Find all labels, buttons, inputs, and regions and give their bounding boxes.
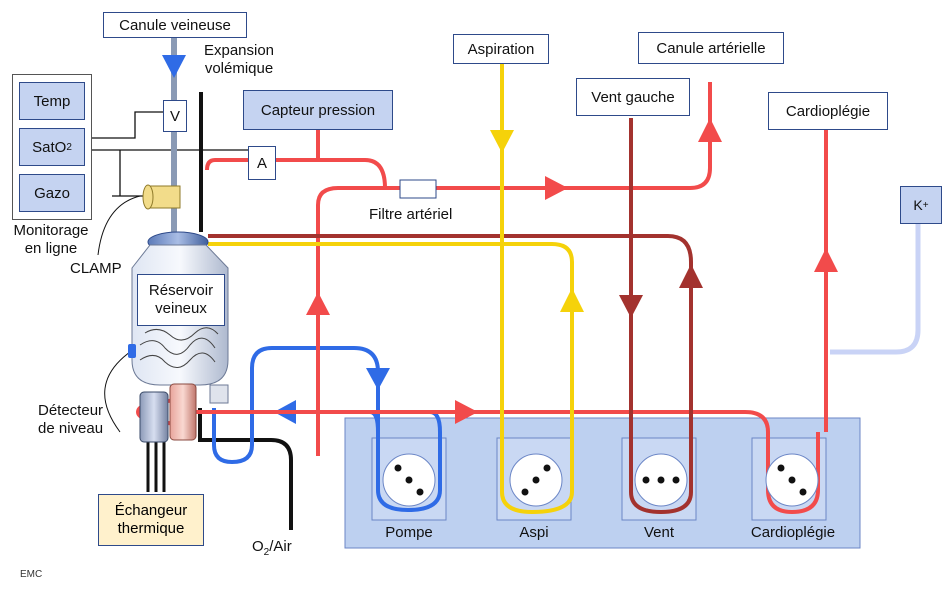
label-reservoir: Réservoir veineux <box>137 274 225 326</box>
valve-v: V <box>163 100 187 132</box>
arterial-capteur-line <box>250 130 387 189</box>
detector-pointer <box>104 351 131 433</box>
vent-arrow-up <box>679 264 703 288</box>
label-expansion-volemique: Expansion volémique <box>189 42 289 78</box>
k-plus-line <box>830 222 921 355</box>
label-clamp: CLAMP <box>70 260 122 277</box>
arterial-up-line <box>316 82 712 456</box>
arterial-filter <box>399 179 437 199</box>
roller-pump-aspi <box>509 453 563 507</box>
label-k-plus: K+ <box>900 186 942 224</box>
arterial-arrow-up-2 <box>698 118 722 142</box>
clamp-pointer <box>97 195 141 256</box>
monitorage-line-2: en ligne <box>24 240 78 257</box>
label-capteur-pression: Capteur pression <box>243 90 393 130</box>
o2-air-line <box>198 408 293 530</box>
expansion-line-2: volémique <box>204 60 274 77</box>
vent-arrow-down <box>619 295 643 318</box>
pump-label-cardioplegie: Cardioplégie <box>750 524 836 541</box>
aspiration-arrow-down <box>490 130 514 153</box>
cardioplegia-arrow-up <box>814 248 838 272</box>
valve-a: A <box>248 146 276 180</box>
monitor-gazo: Gazo <box>19 174 85 212</box>
monitor-temp: Temp <box>19 82 85 120</box>
label-aspiration: Aspiration <box>453 34 549 64</box>
detecteur-line-1: Détecteur <box>38 402 104 419</box>
heat-exchanger-unit <box>169 383 197 441</box>
label-cardioplegie-top: Cardioplégie <box>768 92 888 130</box>
pump-label-vent: Vent <box>643 524 675 541</box>
label-vent-gauche: Vent gauche <box>576 78 690 116</box>
arterial-main-line <box>196 410 820 515</box>
pump-label-aspi: Aspi <box>519 524 549 541</box>
aspiration-line <box>208 62 574 515</box>
arterial-reservoir-line <box>205 158 250 171</box>
monitor-wires <box>87 111 250 197</box>
arterial-arrow-right-1 <box>545 176 568 200</box>
roller-pump-pompe <box>382 453 436 507</box>
venous-arrow-down <box>366 368 390 390</box>
arterial-arrow-right-2 <box>455 400 478 424</box>
label-o2-air: O2/Air <box>252 538 292 558</box>
monitorage-line-1: Monitorage <box>13 222 89 239</box>
roller-pump-cardio <box>765 453 819 507</box>
reservoir-line-2: veineux <box>155 300 207 317</box>
arterial-arrow-up-1 <box>306 292 330 315</box>
expansion-line-1: Expansion <box>203 42 275 59</box>
emc-logo: EMC <box>20 569 43 580</box>
label-filtre-arteriel: Filtre artériel <box>369 206 453 223</box>
clamp-device <box>149 185 181 209</box>
label-detecteur: Détecteur de niveau <box>38 402 103 438</box>
level-detector <box>128 344 136 358</box>
label-echangeur: Échangeur thermique <box>98 494 204 546</box>
venous-arrow-top <box>162 55 186 78</box>
label-monitorage: Monitorage en ligne <box>4 222 98 258</box>
oxygenator <box>139 391 169 443</box>
echangeur-line-2: thermique <box>117 520 185 537</box>
heat-exchanger-lines <box>146 442 166 492</box>
venous-loop-line <box>212 346 380 465</box>
reservoir-line-1: Réservoir <box>148 282 214 299</box>
vent-line <box>208 118 693 515</box>
label-canule-arterielle: Canule artérielle <box>638 32 784 64</box>
detecteur-line-2: de niveau <box>38 420 104 437</box>
aspiration-arrow-up <box>560 288 584 312</box>
echangeur-line-1: Échangeur <box>114 502 188 519</box>
label-canule-veineuse: Canule veineuse <box>103 12 247 38</box>
pump-label-pompe: Pompe <box>385 524 433 541</box>
clamp-knob <box>142 184 154 210</box>
roller-pump-vent <box>634 453 688 507</box>
